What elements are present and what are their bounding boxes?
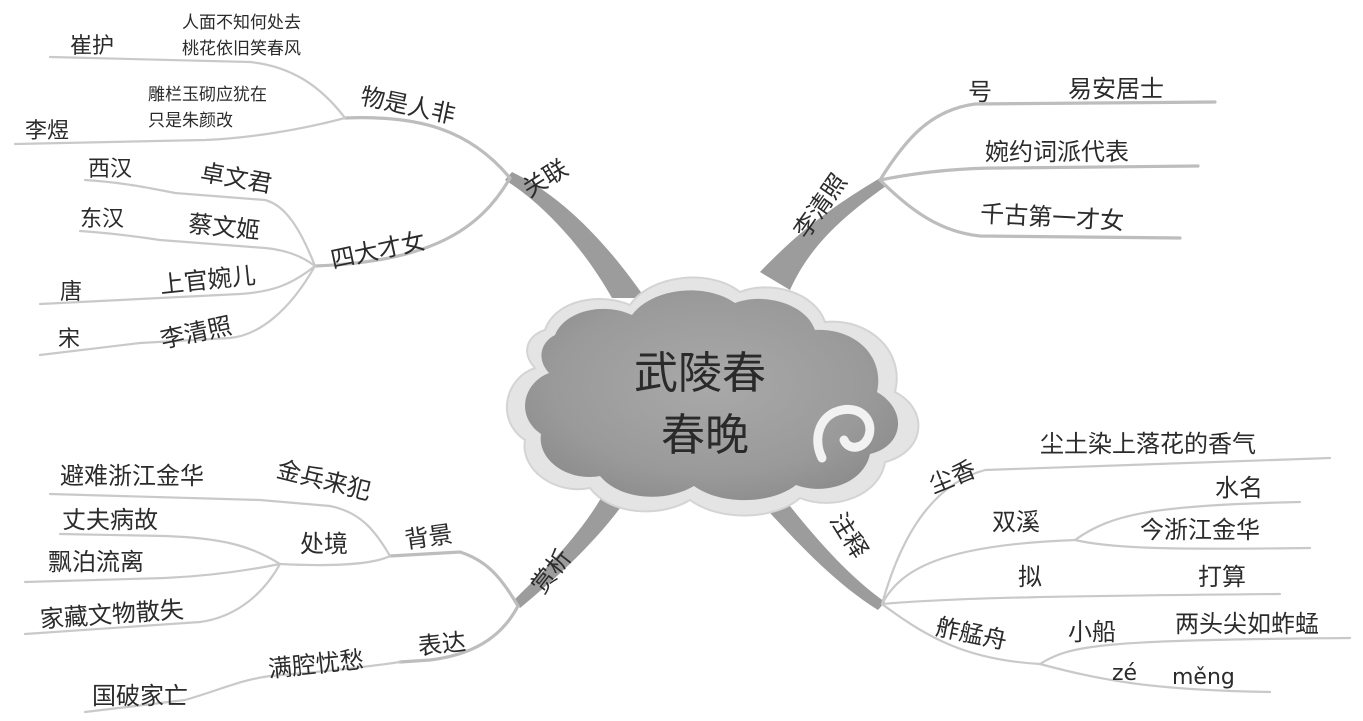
node-chenxiang-meaning: 尘土染上落花的香气 [1040, 430, 1256, 458]
node-liyu: 李煜 [25, 119, 69, 144]
node-cuihu: 崔护 [70, 34, 114, 59]
node-yianjushi: 易安居士 [1068, 75, 1164, 103]
node-shuiming: 水名 [1215, 474, 1263, 502]
name-liqingzhao-ul: 李清照 [158, 312, 234, 354]
era-xihan: 西汉 [88, 157, 132, 182]
era-song: 宋 [58, 327, 80, 352]
name-zhuowenjun: 卓文君 [198, 158, 274, 198]
node-zemengzhou: 舴艋舟 [933, 613, 1009, 655]
center-title-line1: 武陵春 [634, 348, 766, 399]
era-donghan: 东汉 [80, 207, 124, 232]
node-manqiangyouchou: 满腔忧愁 [267, 645, 365, 683]
node-liangtoujian: 两头尖如蚱蜢 [1175, 610, 1319, 638]
node-jinzhejiang: 今浙江金华 [1140, 516, 1260, 544]
node-wanyuecipai: 婉约词派代表 [985, 138, 1129, 166]
node-sidacainv: 四大才女 [328, 227, 428, 274]
node-binan: 避难浙江金华 [60, 462, 204, 490]
node-biaoda: 表达 [417, 628, 468, 661]
node-guopojiawang: 国破家亡 [92, 682, 188, 710]
center-title-line2: 春晚 [661, 410, 749, 461]
node-ni: 拟 [1018, 563, 1042, 591]
node-piaopoliuli: 飘泊流离 [48, 548, 144, 576]
node-zhangfubinggu: 丈夫病故 [62, 506, 158, 534]
node-chenxiang: 尘香 [925, 455, 980, 499]
node-beijing: 背景 [403, 520, 454, 554]
cuihu-poem-line1: 人面不知何处去 [182, 13, 301, 33]
liyu-poem-line2: 只是朱颜改 [148, 111, 233, 131]
node-xiaochuan: 小船 [1068, 618, 1116, 646]
pinyin-meng: měng [1172, 665, 1235, 690]
node-jinbinglaifan: 金兵来犯 [274, 455, 374, 505]
cuihu-poem-line2: 桃花依旧笑春风 [182, 39, 301, 59]
zhushi-lines [882, 458, 1350, 692]
node-dasuan: 打算 [1198, 563, 1246, 591]
node-jiacangwenwu: 家藏文物散失 [39, 596, 185, 634]
name-caiwenji: 蔡文姬 [187, 210, 262, 245]
node-qiangudiyicainv: 千古第一才女 [979, 200, 1124, 235]
era-tang: 唐 [60, 280, 82, 305]
center-cloud: 武陵春 春晚 [507, 278, 919, 516]
node-hao: 号 [968, 78, 992, 106]
node-chujing: 处境 [300, 530, 348, 558]
pinyin-ze: zé [1112, 661, 1137, 686]
liyu-poem-line1: 雕栏玉砌应犹在 [148, 85, 267, 105]
node-shuangxi: 双溪 [992, 508, 1040, 536]
